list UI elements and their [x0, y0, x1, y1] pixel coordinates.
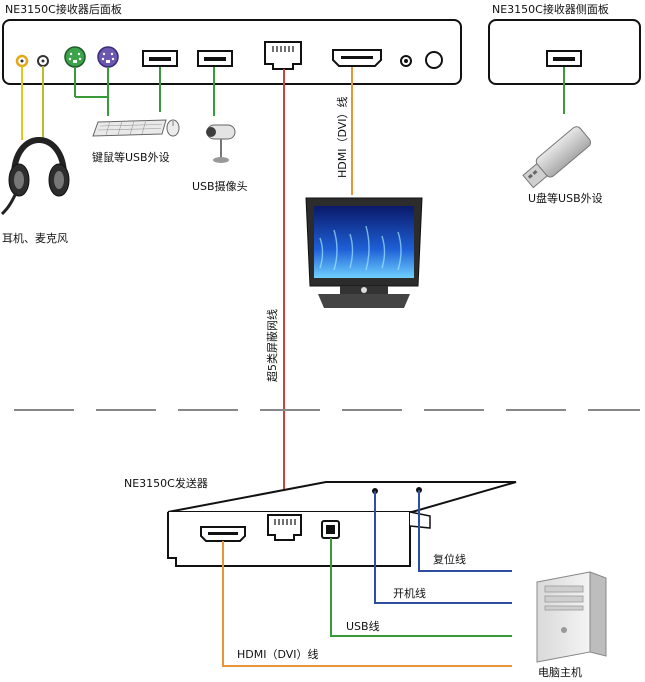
mouse-icon — [166, 119, 180, 137]
usb-b-port-icon — [321, 520, 340, 539]
transmitter-title: NE3150C发送器 — [124, 476, 208, 490]
usb-disk-label: U盘等USB外设 — [528, 191, 603, 205]
power-jack-icon — [400, 55, 412, 67]
pc-host-label: 电脑主机 — [538, 665, 582, 679]
ps2-keyboard-port-icon — [64, 46, 86, 68]
usb-port-icon — [546, 50, 582, 67]
usb-disk-icon — [522, 126, 592, 189]
ps2-mouse-port-icon — [97, 46, 119, 68]
pc-host-icon — [536, 571, 607, 663]
hdmi-vertical-label: HDMI（DVI）线 — [335, 96, 349, 178]
rj45-port-icon — [264, 41, 302, 70]
power-cable — [374, 491, 512, 604]
hdmi-port-icon — [332, 49, 382, 67]
camera-icon — [206, 124, 236, 163]
reset-line-label: 复位线 — [433, 552, 466, 566]
keyboard-icon — [92, 119, 167, 137]
hdmi-port-icon — [200, 526, 246, 542]
cat5-cable-label: 超5类屏蔽网线 — [265, 309, 279, 382]
power-line-label: 开机线 — [393, 586, 426, 600]
headset-label: 耳机、麦克风 — [2, 231, 68, 245]
receiver-side-panel-title: NE3150C接收器侧面板 — [492, 2, 609, 16]
usb-port-icon — [142, 50, 178, 67]
power-button-icon — [425, 51, 443, 69]
hdmi-line-label: HDMI（DVI）线 — [237, 647, 319, 661]
usb-cable — [330, 538, 512, 637]
usb-line-label: USB线 — [346, 619, 380, 633]
keyboard-mouse-cable — [74, 67, 109, 116]
reset-cable — [418, 490, 512, 572]
receiver-back-panel-title: NE3150C接收器后面板 — [5, 2, 122, 16]
monitor-icon — [305, 197, 423, 308]
hdmi-cable — [222, 541, 512, 667]
keyboard-mouse-label: 键鼠等USB外设 — [92, 150, 170, 164]
usb-port-icon — [197, 50, 233, 67]
headset-icon — [0, 137, 70, 216]
usb-camera-label: USB摄像头 — [192, 179, 248, 193]
rj45-port-icon — [267, 514, 302, 541]
